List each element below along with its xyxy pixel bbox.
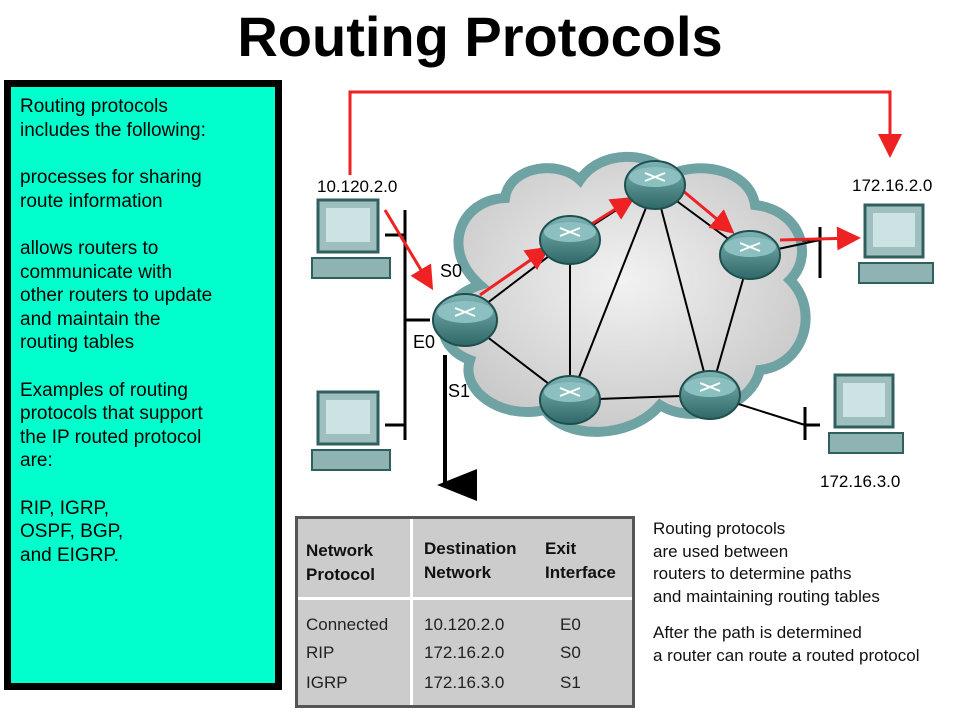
table-cell: S0: [560, 643, 581, 662]
side-panel: Routing protocols includes the following…: [4, 80, 282, 690]
note-paragraph: After the path is determined a router ca…: [653, 623, 920, 665]
side-paragraph: RIP, IGRP, OSPF, BGP, and EIGRP.: [20, 497, 124, 566]
network-diagram: 10.120.2.0 172.16.2.0 172.16.3.0 S0 E0 S…: [311, 90, 934, 501]
side-paragraph: Examples of routing protocols that suppo…: [20, 379, 203, 472]
computer-icon: [311, 198, 391, 279]
interface-label: S0: [440, 261, 462, 281]
table-cell: E0: [560, 615, 581, 634]
routing-table: Network Protocol Destination Network Exi…: [295, 516, 635, 708]
router-icon: [719, 230, 781, 280]
interface-label: E0: [413, 332, 435, 352]
table-header: Destination Network: [424, 539, 517, 582]
table-cell: 172.16.3.0: [424, 673, 505, 692]
network-label: 172.16.3.0: [820, 472, 900, 491]
computer-icon: [311, 390, 391, 471]
interface-label: S1: [448, 381, 470, 401]
table-cell: 172.16.2.0: [424, 643, 505, 662]
route-arrows: [383, 188, 861, 297]
side-paragraph: Routing protocols includes the following…: [20, 96, 206, 141]
table-header: Network Protocol: [306, 541, 375, 584]
table-cell: IGRP: [306, 673, 348, 692]
slide-title: Routing Protocols: [237, 5, 723, 68]
router-icon: [539, 375, 601, 425]
network-label: 172.16.2.0: [852, 176, 932, 195]
path-arrow: [348, 90, 902, 175]
router-icon: [539, 215, 601, 265]
table-cell: S1: [560, 673, 581, 692]
computer-icon: [828, 373, 904, 454]
table-cell: 10.120.2.0: [424, 615, 505, 634]
router-icon: [432, 293, 498, 347]
note-paragraph: Routing protocols are used between route…: [653, 519, 880, 606]
computer-icon: [858, 203, 934, 284]
side-paragraph: processes for sharing route information: [20, 167, 202, 212]
table-divider: [298, 597, 632, 600]
table-header: Exit Interface: [545, 539, 616, 582]
router-icon: [679, 370, 741, 420]
table-divider: [410, 519, 413, 705]
side-paragraph: allows routers to communicate with other…: [20, 238, 213, 353]
note-text: Routing protocols are used between route…: [653, 518, 958, 681]
network-label: 10.120.2.0: [317, 177, 397, 196]
router-icon: [624, 160, 686, 210]
table-cell: RIP: [306, 643, 335, 662]
table-cell: Connected: [306, 615, 389, 634]
